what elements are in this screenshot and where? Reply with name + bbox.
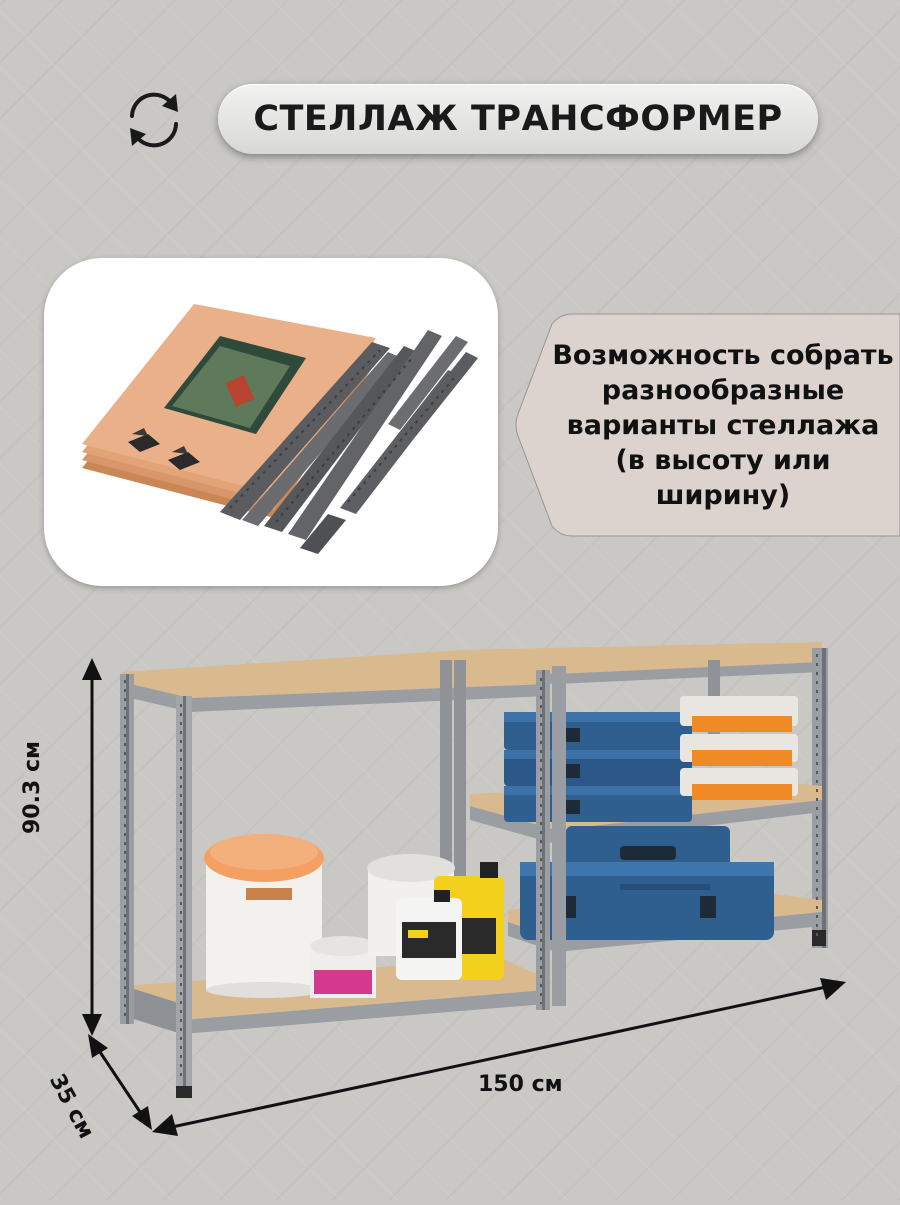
height-arrow	[82, 658, 102, 1036]
paint-bucket	[204, 834, 324, 998]
shelving-illustration	[82, 642, 846, 1136]
blue-organizer-stack	[504, 712, 692, 822]
white-canister	[396, 890, 462, 980]
small-paint-can	[310, 936, 376, 998]
kit-contents-image	[44, 258, 498, 586]
shelving-unit-image: 90.3 см 150 см 35 см	[0, 600, 900, 1200]
kit-parts-illustration	[82, 304, 478, 554]
title-banner: СТЕЛЛАЖ ТРАНСФОРМЕР	[218, 84, 818, 154]
depth-arrow	[88, 1034, 152, 1130]
feature-badge-shape	[515, 313, 900, 537]
refresh-icon	[130, 92, 178, 148]
feature-badge: Возможность собрать разнообразные вариан…	[512, 312, 900, 538]
height-label: 90.3 см	[20, 741, 45, 834]
feature-text: Возможность собрать разнообразные вариан…	[552, 339, 894, 511]
width-label: 150 см	[478, 1072, 563, 1097]
orange-organizer-stack	[680, 696, 798, 800]
width-arrow	[152, 978, 846, 1136]
page-title: СТЕЛЛАЖ ТРАНСФОРМЕР	[253, 99, 783, 139]
blue-tool-case-stack	[520, 826, 774, 940]
